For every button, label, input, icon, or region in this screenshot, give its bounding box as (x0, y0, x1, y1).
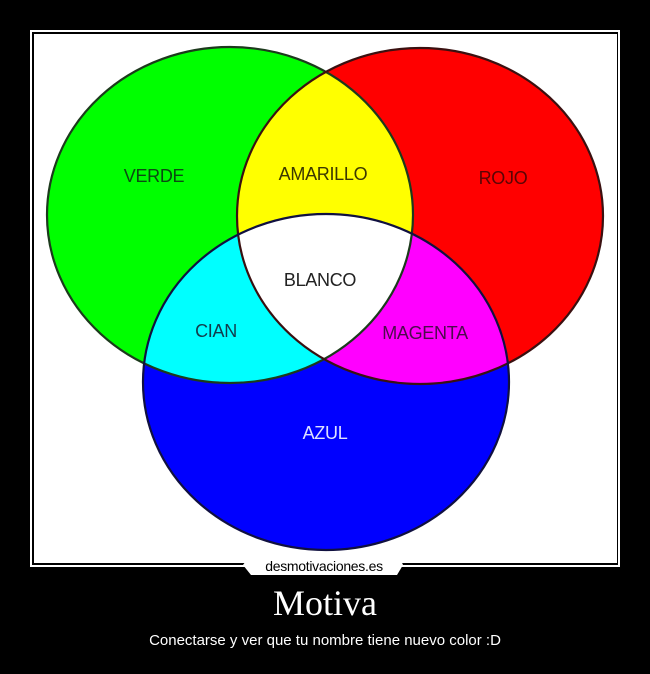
venn-diagram: VERDE AMARILLO ROJO BLANCO CIAN MAGENTA … (34, 34, 617, 563)
caption-subtitle: Conectarse y ver que tu nombre tiene nue… (149, 632, 501, 649)
label-cian: CIAN (195, 321, 237, 341)
label-rojo: ROJO (479, 168, 528, 188)
label-blanco: BLANCO (284, 270, 357, 290)
watermark-link[interactable]: desmotivaciones.es (265, 558, 383, 574)
poster-image: VERDE AMARILLO ROJO BLANCO CIAN MAGENTA … (34, 34, 617, 563)
caption-title: Motiva (273, 583, 377, 623)
label-amarillo: AMARILLO (279, 164, 368, 184)
label-verde: VERDE (124, 166, 185, 186)
label-azul: AZUL (303, 423, 348, 443)
label-magenta: MAGENTA (382, 323, 468, 343)
